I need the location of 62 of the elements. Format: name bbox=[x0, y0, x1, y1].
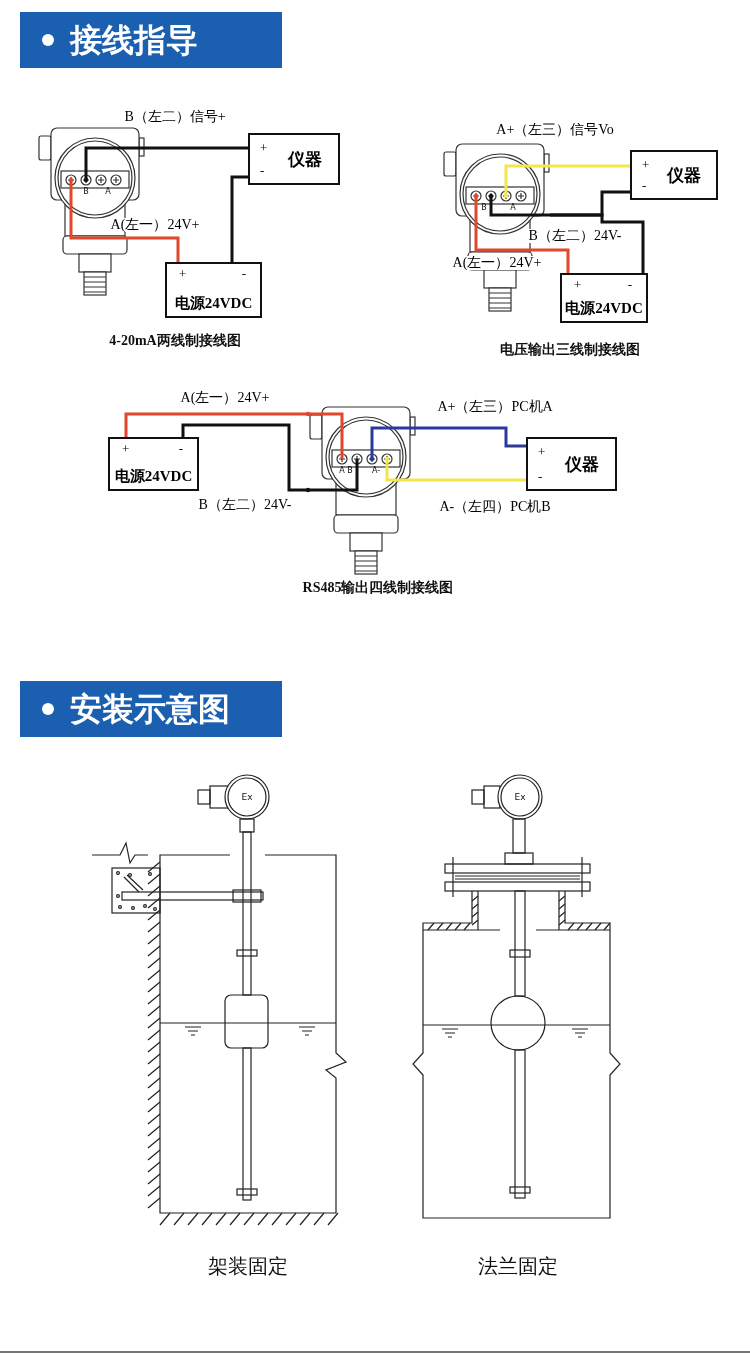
terminal-label: B bbox=[481, 204, 487, 212]
terminal-label: A bbox=[510, 204, 516, 212]
box-label: 电源24VDC bbox=[114, 469, 193, 484]
polarity-mark: - bbox=[538, 470, 543, 483]
polarity-mark: - bbox=[642, 179, 647, 192]
instrument-box bbox=[630, 150, 718, 200]
wire bbox=[416, 478, 526, 482]
wire-label: A(左一）24V+ bbox=[108, 218, 202, 232]
terminal-label: A bbox=[105, 188, 111, 196]
wire-label: B（左二）信号+ bbox=[122, 110, 228, 124]
wire-label: B（左二）24V- bbox=[526, 229, 624, 243]
polarity-mark: + bbox=[538, 445, 546, 458]
section-header-band bbox=[20, 12, 282, 68]
figure-caption: 架装固定 bbox=[208, 1256, 288, 1276]
wire bbox=[550, 248, 570, 273]
wire-label: B（左二）24V- bbox=[196, 498, 294, 512]
pressure-transmitter-drawing bbox=[308, 404, 416, 575]
wire-label: A(左一）24V+ bbox=[450, 256, 544, 270]
power-supply-box bbox=[560, 273, 648, 323]
terminal-label: B bbox=[83, 188, 89, 196]
polarity-mark: + bbox=[642, 158, 650, 171]
terminal-label: A bbox=[339, 467, 345, 475]
box-label: 电源24VDC bbox=[174, 296, 253, 311]
polarity-mark: - bbox=[627, 278, 632, 291]
polarity-mark: - bbox=[241, 267, 246, 280]
instrument-box bbox=[248, 133, 340, 185]
power-supply-box bbox=[165, 262, 262, 318]
polarity-mark: + bbox=[179, 267, 187, 280]
diagram-caption: 4-20mA两线制接线图 bbox=[109, 334, 241, 348]
polarity-mark: + bbox=[260, 141, 268, 154]
polarity-mark: - bbox=[260, 164, 265, 177]
section-title: 安装示意图 bbox=[70, 693, 230, 725]
polarity-mark: - bbox=[178, 442, 183, 455]
wire bbox=[181, 423, 308, 492]
wire-label: A+（左三）PC机A bbox=[435, 400, 555, 414]
wire bbox=[416, 426, 526, 448]
wire bbox=[550, 213, 645, 273]
wire bbox=[230, 175, 248, 262]
pressure-transmitter-drawing bbox=[37, 125, 145, 296]
figure-caption: 法兰固定 bbox=[478, 1256, 558, 1276]
polarity-mark: + bbox=[122, 442, 130, 455]
ex-marking: Ex bbox=[514, 792, 526, 802]
ex-marking: Ex bbox=[241, 792, 253, 802]
wire-label: A+（左三）信号Vo bbox=[494, 123, 616, 137]
box-label: 仪器 bbox=[564, 455, 599, 473]
box-label: 电源24VDC bbox=[565, 301, 643, 316]
wire-label: A(左一）24V+ bbox=[178, 391, 272, 405]
wire bbox=[124, 412, 308, 437]
terminal-label: A- bbox=[371, 467, 381, 475]
box-label: 仪器 bbox=[287, 150, 322, 168]
wire bbox=[145, 146, 248, 150]
instrument-box bbox=[526, 437, 617, 491]
diagram-caption: 电压输出三线制接线图 bbox=[500, 343, 640, 357]
power-supply-box bbox=[108, 437, 199, 491]
section-header-band bbox=[20, 681, 282, 737]
box-label: 仪器 bbox=[667, 166, 702, 184]
wire bbox=[145, 236, 180, 262]
section-title: 接线指导 bbox=[70, 24, 198, 56]
terminal-label: B bbox=[347, 467, 353, 475]
wire bbox=[550, 164, 630, 168]
wire-label: A-（左四）PC机B bbox=[437, 500, 553, 514]
polarity-mark: + bbox=[574, 278, 582, 291]
